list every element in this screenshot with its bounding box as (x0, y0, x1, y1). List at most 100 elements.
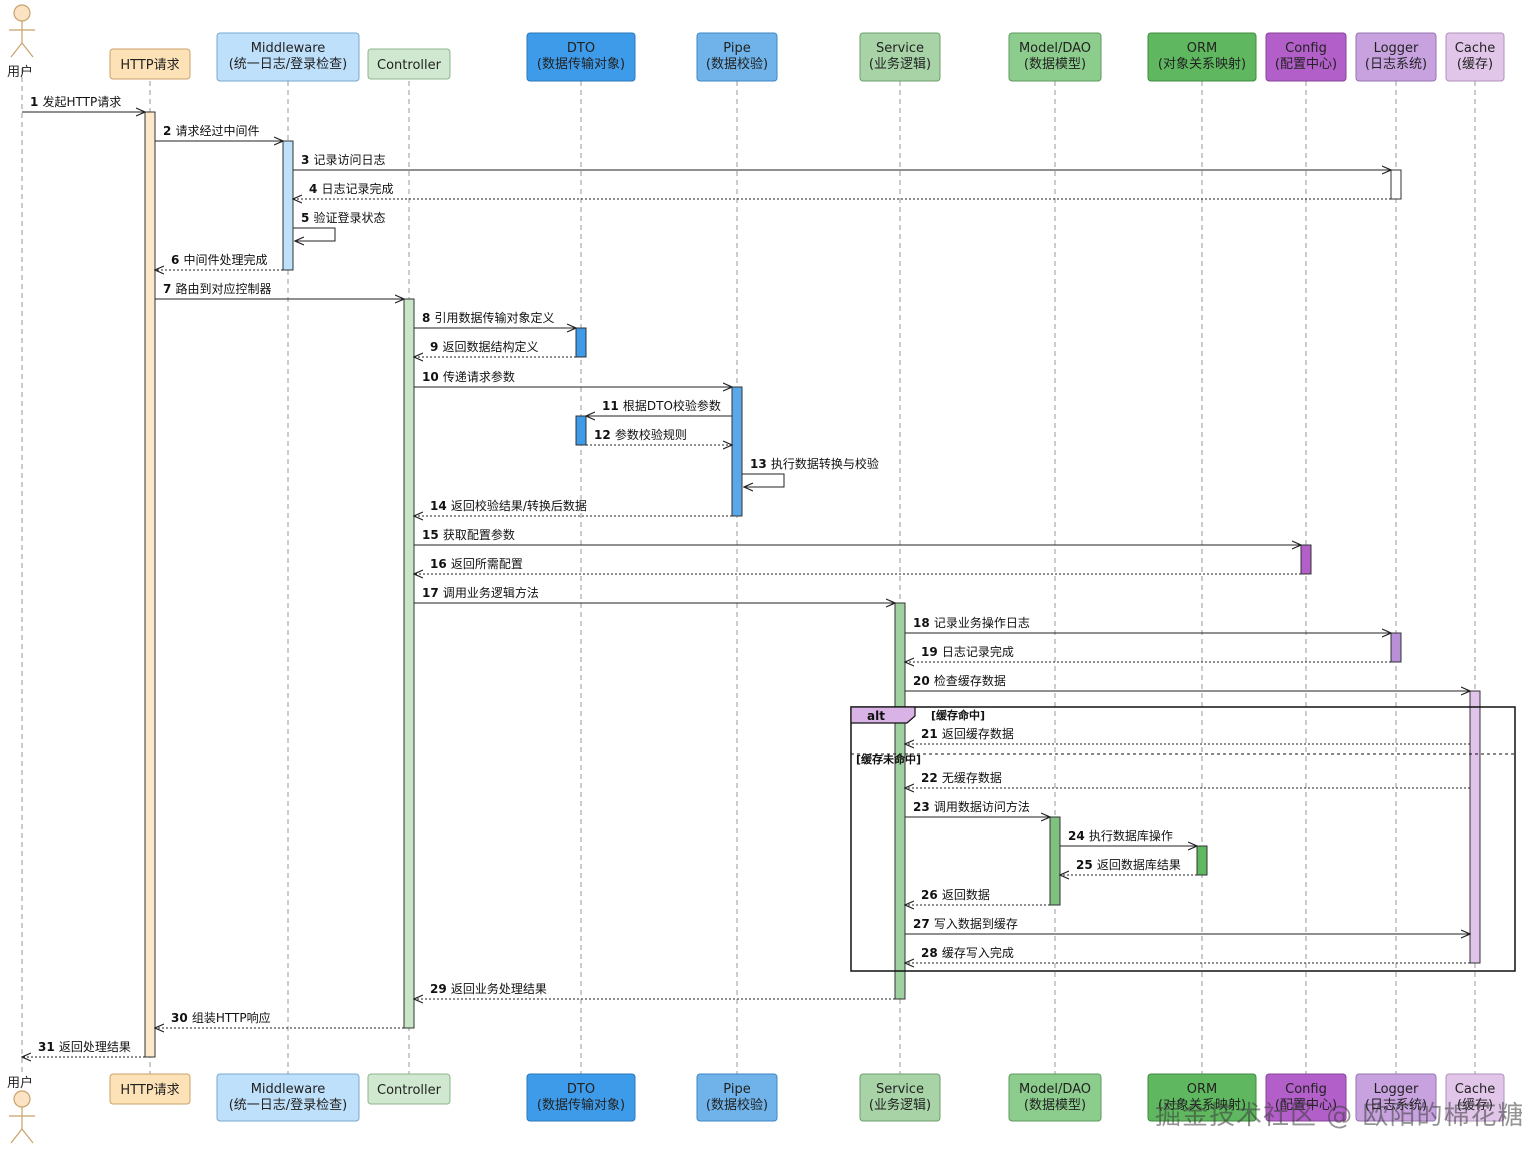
message-number-20: 20 (913, 674, 934, 688)
activation-log-2 (1390, 169, 1402, 200)
message-text-4: 日志记录完成 (322, 181, 394, 196)
message-text-16: 返回所需配置 (451, 557, 523, 571)
message-label-7: 7 路由到对应控制器 (163, 281, 272, 296)
participant-box-model (1008, 1073, 1102, 1122)
message-number-31: 31 (38, 1040, 59, 1054)
message-text-26: 返回数据 (942, 887, 990, 902)
participant-label-pipe: (数据校验) (706, 56, 768, 72)
participant-http-bottom: HTTP请求 (109, 1073, 191, 1105)
activation-bars (144, 111, 1481, 1058)
message-text-20: 检查缓存数据 (934, 673, 1006, 688)
message-arrow-5 (293, 227, 336, 241)
participant-label-model: (数据模型) (1024, 57, 1086, 72)
message-label-19: 19 日志记录完成 (921, 644, 1014, 659)
participant-box-cfg (1265, 32, 1347, 82)
message-text-19: 日志记录完成 (942, 644, 1014, 659)
activation-model-11 (1049, 816, 1061, 906)
participant-label-ctrl: Controller (377, 1083, 442, 1098)
participant-label-mw: (统一日志/登录检查) (229, 1098, 348, 1113)
message-number-12: 12 (594, 428, 615, 442)
actor-label-top: 用户 (7, 64, 33, 80)
message-number-19: 19 (921, 645, 942, 659)
message-text-10: 传递请求参数 (443, 369, 515, 384)
participant-label-orm: ORM (1187, 1082, 1217, 1097)
participant-label-model: (数据模型) (1024, 1098, 1086, 1113)
lifelines (21, 68, 1476, 1076)
participant-box-mw (216, 1073, 360, 1122)
message-label-15: 15 获取配置参数 (422, 527, 515, 542)
message-label-14: 14 返回校验结果/转换后数据 (430, 498, 587, 513)
activation-dto-6 (575, 415, 587, 446)
message-number-11: 11 (602, 399, 623, 413)
message-text-15: 获取配置参数 (443, 527, 515, 542)
participant-cfg-bottom: Config(配置中心) (1265, 1073, 1347, 1122)
activation-cache-10 (1469, 690, 1481, 964)
participant-label-orm: ORM (1187, 41, 1217, 56)
message-number-23: 23 (913, 800, 934, 814)
participant-label-cfg: (配置中心) (1275, 57, 1337, 72)
message-text-6: 中间件处理完成 (184, 252, 268, 267)
message-text-14: 返回校验结果/转换后数据 (451, 498, 587, 513)
participant-label-model: Model/DAO (1019, 41, 1091, 56)
message-label-6: 6 中间件处理完成 (171, 252, 268, 267)
participant-box-log (1355, 1073, 1437, 1122)
alt-guard-miss: [缓存未命中] (856, 752, 921, 766)
message-text-17: 调用业务逻辑方法 (443, 585, 539, 600)
message-text-3: 记录访问日志 (314, 153, 386, 167)
participant-label-cfg: (配置中心) (1275, 1098, 1337, 1113)
alt-keyword: alt (867, 709, 885, 723)
participant-ctrl-top: Controller (367, 48, 451, 80)
message-label-22: 22 无缓存数据 (921, 770, 1002, 785)
participant-label-pipe: (数据校验) (706, 1097, 768, 1113)
participant-box-http (109, 1073, 191, 1105)
message-label-26: 26 返回数据 (921, 887, 990, 902)
message-label-20: 20 检查缓存数据 (913, 673, 1006, 688)
participant-label-cfg: Config (1285, 41, 1327, 56)
participant-label-dto: DTO (567, 1082, 595, 1097)
message-label-25: 25 返回数据库结果 (1076, 857, 1181, 872)
participant-label-dto: (数据传输对象) (537, 1097, 625, 1113)
message-number-22: 22 (921, 771, 942, 785)
participant-label-mw: Middleware (251, 41, 326, 56)
activation-orm-12 (1196, 845, 1208, 876)
message-text-8: 引用数据传输对象定义 (435, 310, 555, 325)
participant-box-mw (216, 32, 360, 82)
participant-log-bottom: Logger(日志系统) (1355, 1073, 1437, 1122)
participant-pipe-top: Pipe(数据校验) (696, 32, 778, 82)
participant-svc-bottom: Service(业务逻辑) (859, 1073, 941, 1122)
activation-ctrl-3 (403, 298, 415, 1029)
message-number-15: 15 (422, 528, 443, 542)
participant-label-cache: Cache (1455, 41, 1495, 56)
message-number-29: 29 (430, 982, 451, 996)
message-text-2: 请求经过中间件 (176, 123, 260, 138)
participant-svc-top: Service(业务逻辑) (859, 32, 941, 82)
activation-dto-4 (575, 327, 587, 358)
participant-label-http: HTTP请求 (120, 58, 179, 73)
message-number-6: 6 (171, 253, 184, 267)
alt-guard-hit: [缓存命中] (931, 708, 985, 722)
message-label-1: 1 发起HTTP请求 (30, 94, 121, 109)
message-number-4: 4 (309, 182, 322, 196)
participant-mw-bottom: Middleware(统一日志/登录检查) (216, 1073, 360, 1122)
message-label-2: 2 请求经过中间件 (163, 123, 260, 138)
participant-label-log: Logger (1374, 41, 1419, 56)
participant-box-orm (1147, 32, 1257, 82)
actor-head-icon (13, 4, 31, 22)
participant-box-pipe (696, 32, 778, 82)
alt-tab (850, 706, 916, 724)
participant-box-ctrl (367, 1073, 451, 1105)
participant-box-http (109, 48, 191, 80)
message-number-25: 25 (1076, 858, 1097, 872)
participant-cfg-top: Config(配置中心) (1265, 32, 1347, 82)
participant-model-bottom: Model/DAO(数据模型) (1008, 1073, 1102, 1122)
participant-label-cache: (缓存) (1457, 1098, 1493, 1113)
participant-log-top: Logger(日志系统) (1355, 32, 1437, 82)
actor-label-bottom: 用户 (7, 1075, 33, 1091)
participant-orm-top: ORM(对象关系映射) (1147, 32, 1257, 82)
actor-user-top: 用户 (7, 4, 35, 80)
participant-box-dto (526, 32, 636, 82)
message-number-18: 18 (913, 616, 934, 630)
participant-label-log: (日志系统) (1365, 1098, 1427, 1113)
message-label-28: 28 缓存写入完成 (921, 945, 1014, 960)
